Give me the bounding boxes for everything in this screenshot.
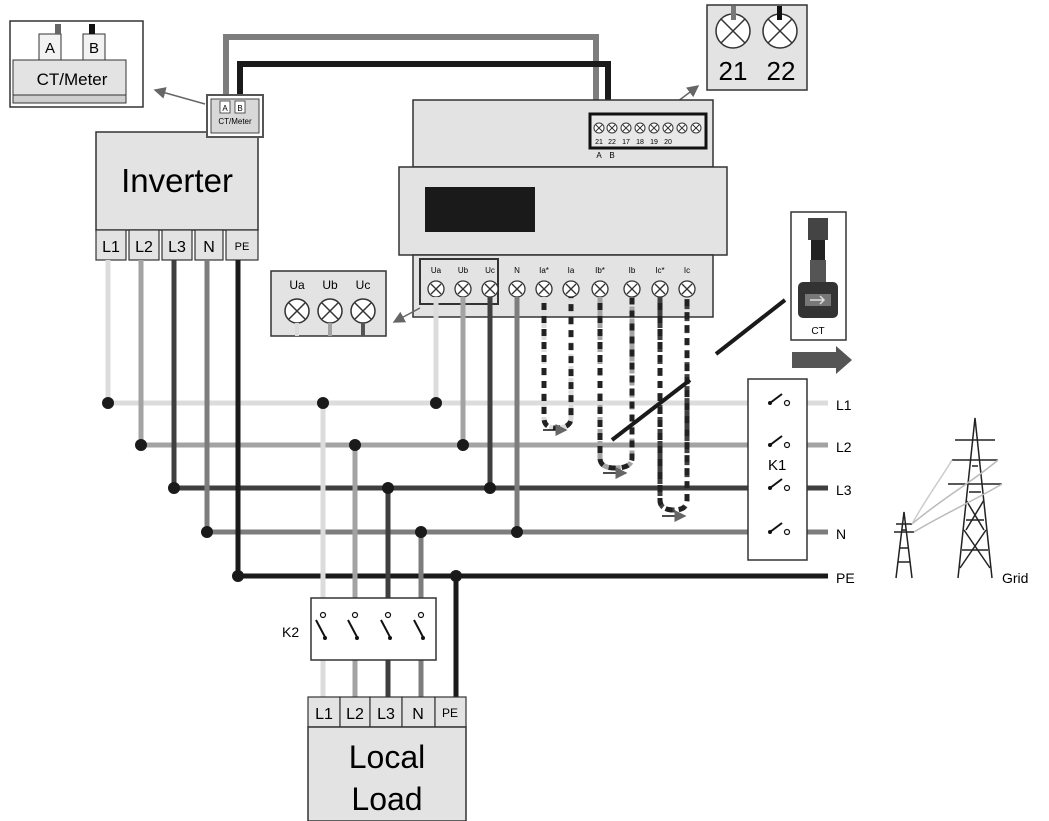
meter-port-a-label: A [596, 151, 602, 160]
meter-top-terminal-label: 20 [664, 139, 672, 146]
inverter: Inverter A B CT/Meter L1 L2 L3 N PE [95, 94, 264, 261]
local-load-title-line2: Load [351, 781, 422, 817]
meter-bottom-terminal-label: Ia* [539, 266, 549, 275]
meter-bottom-terminal-label: Ib [629, 266, 636, 275]
line-label-l3: L3 [836, 482, 852, 498]
k1-switch-contact [762, 393, 791, 409]
ct-label: CT [811, 326, 824, 337]
meter-bottom-terminal-label: N [514, 266, 520, 275]
k1-label: K1 [768, 457, 786, 474]
inverter-title: Inverter [121, 162, 233, 199]
comm-terminal-21-label: 21 [719, 56, 748, 86]
meter-terminal-screw [481, 280, 499, 298]
meter-top-terminal-label: 21 [595, 139, 603, 146]
k2-switches [315, 611, 428, 642]
comm-wire-b [237, 61, 611, 120]
ct-meter-port-a-label: A [45, 40, 55, 57]
meter-bottom-terminal-label: Ua [431, 266, 442, 275]
meter-port-b-label: B [609, 151, 614, 160]
meter-top-terminal-screws [593, 122, 702, 134]
ct-clamp-line [714, 298, 787, 356]
k2-switch-contact [315, 611, 330, 642]
inverter-terminal-l1: L1 [102, 239, 120, 256]
k1-switch-contact [762, 435, 791, 451]
line-label-pe: PE [836, 570, 855, 586]
ct-loop-phase-b [597, 297, 635, 471]
load-terminal-l1: L1 [315, 706, 333, 723]
k1-switch-contact [762, 478, 791, 494]
meter-terminal-screw [623, 280, 641, 298]
k2-switch-contact [413, 611, 428, 642]
comm-wire-a [223, 34, 599, 120]
k1-switch-box: K1 [747, 378, 808, 561]
meter-top-terminal-label: 18 [636, 139, 644, 146]
meter-terminal-screw [508, 280, 526, 298]
voltage-label-uc: Uc [356, 278, 371, 292]
load-terminal-pe: PE [442, 706, 458, 720]
local-load-title-line1: Local [349, 739, 426, 775]
ct-detail-box: CT [790, 211, 847, 341]
energy-meter: 21 22 17 18 19 20 A B Ua Ub Uc N Ia* Ia … [398, 99, 728, 318]
meter-terminal-screw [535, 280, 553, 298]
inverter-mini-port-b: B [237, 104, 242, 113]
meter-bottom-terminal-label: Ia [568, 266, 575, 275]
k2-switch-contact [347, 611, 362, 642]
inverter-terminal-n: N [203, 239, 215, 256]
ct-meter-port-b-label: B [89, 40, 99, 57]
inverter-mini-label: CT/Meter [218, 117, 252, 126]
load-terminal-l2: L2 [346, 706, 364, 723]
voltage-label-ua: Ua [289, 278, 305, 292]
junction-dots [102, 397, 523, 582]
k2-label: K2 [282, 624, 299, 640]
inverter-mini-port-a: A [222, 104, 228, 113]
meter-terminal-screw [678, 280, 696, 298]
line-label-l1: L1 [836, 397, 852, 413]
ct-meter-title: CT/Meter [37, 70, 108, 89]
voltage-label-ub: Ub [322, 278, 338, 292]
meter-terminal-screw [591, 280, 609, 298]
k2-switch-box [310, 597, 437, 661]
voltage-callout-arrow [392, 307, 421, 323]
meter-bottom-terminal-label: Ub [458, 266, 469, 275]
meter-terminal-screw [651, 280, 669, 298]
meter-top-terminal-label: 17 [622, 139, 630, 146]
inverter-terminal-pe: PE [235, 241, 250, 253]
comm-terminal-detail-box: 21 22 [706, 4, 808, 91]
load-terminal-l3: L3 [377, 706, 395, 723]
meter-bottom-terminal-label: Ic [684, 266, 690, 275]
meter-top-terminal-label: 22 [608, 139, 616, 146]
meter-bottom-terminal-label: Ib* [595, 266, 605, 275]
ct-clamp-line [610, 378, 692, 442]
meter-bottom-terminal-label: Uc [485, 266, 495, 275]
meter-bottom-terminal-screws [427, 280, 696, 298]
grid-tower-icon [894, 417, 1003, 579]
meter-bottom-terminal-label: Ic* [655, 266, 664, 275]
comm-terminal-22-label: 22 [767, 56, 796, 86]
meter-terminal-screw [562, 280, 580, 298]
k1-switches [762, 393, 791, 538]
line-label-l2: L2 [836, 439, 852, 455]
grid-label: Grid [1002, 570, 1028, 586]
load-terminal-n: N [412, 706, 424, 723]
voltage-terminal-detail-box: Ua Ub Uc [270, 270, 387, 337]
ct-direction-arrow [792, 346, 852, 374]
inverter-terminal-l3: L3 [168, 239, 186, 256]
k2-switch-contact [380, 611, 395, 642]
meter-terminal-screw [427, 280, 445, 298]
line-label-n: N [836, 526, 846, 542]
ct-loop-phase-c [657, 297, 690, 513]
meter-terminal-screw [454, 280, 472, 298]
meter-top-terminal-label: 19 [650, 139, 658, 146]
ct-meter-callout-arrow [153, 87, 206, 105]
ct-meter-detail-box: A B CT/Meter [9, 20, 144, 108]
k1-switch-contact [762, 522, 791, 538]
inverter-terminal-l2: L2 [135, 239, 153, 256]
local-load: L1 L2 L3 N PE Local Load [307, 696, 467, 821]
meter-display [425, 187, 535, 232]
